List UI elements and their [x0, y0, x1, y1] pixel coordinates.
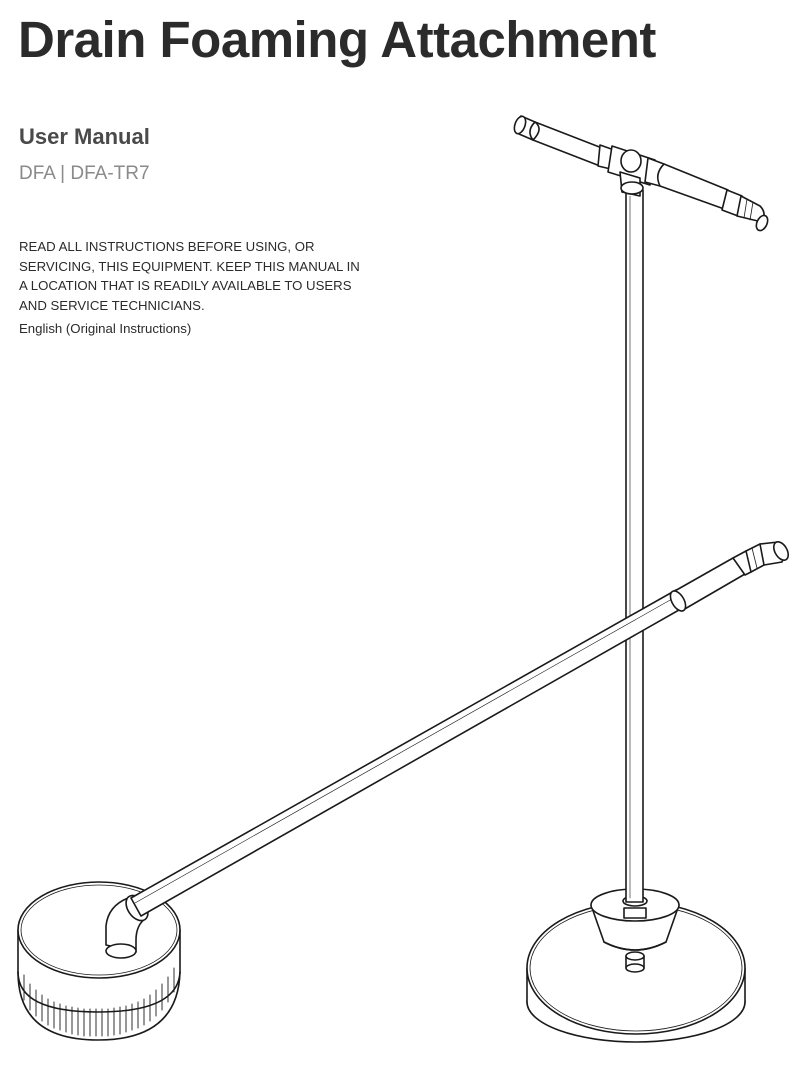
model-numbers: DFA | DFA-TR7 [19, 163, 150, 184]
t-handle [513, 115, 769, 232]
angled-tube [130, 589, 687, 917]
warning-line: READ ALL INSTRUCTIONS BEFORE USING, OR [19, 239, 315, 254]
upright-tube [625, 189, 644, 903]
t-handle-foamer [513, 115, 769, 1043]
warning-line: SERVICING, THIS EQUIPMENT. KEEP THIS MAN… [19, 258, 360, 274]
angled-brush-foamer [17, 541, 790, 1041]
safety-warning: READ ALL INSTRUCTIONS BEFORE USING, OR S… [19, 237, 399, 315]
upright-nozzle [625, 951, 645, 973]
warning-line: AND SERVICE TECHNICIANS. [19, 297, 205, 313]
document-title: Drain Foaming Attachment [18, 11, 656, 68]
angled-grip [669, 541, 790, 612]
document-subtitle: User Manual [19, 124, 150, 149]
warning-line: A LOCATION THAT IS READILY AVAILABLE TO … [19, 278, 352, 293]
language-note: English (Original Instructions) [19, 321, 192, 336]
